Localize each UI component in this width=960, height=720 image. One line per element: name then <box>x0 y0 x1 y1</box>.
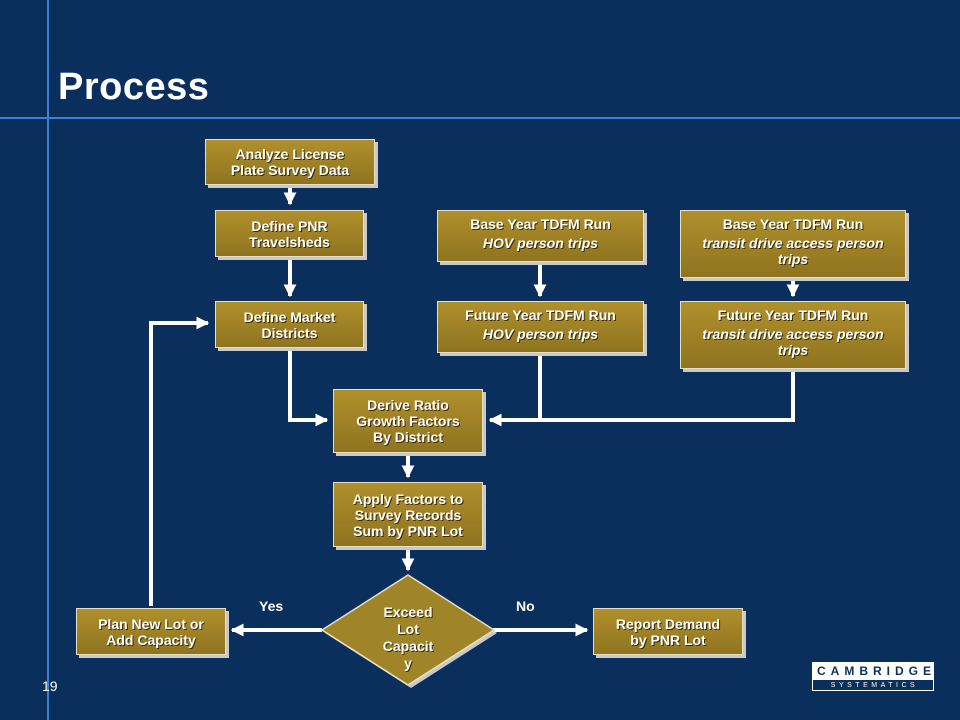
base-transit-sub: transit drive access person trips <box>702 235 884 267</box>
derive-box: Derive Ratio Growth Factors By District <box>333 389 483 453</box>
apply-line1: Apply Factors to <box>352 490 464 507</box>
define-pnr-box: Define PNR Travelsheds <box>215 210 364 257</box>
apply-box: Apply Factors to Survey Records Sum by P… <box>333 482 483 547</box>
no-label: No <box>516 598 535 614</box>
analyze-line2: Plate Survey Data <box>230 162 350 178</box>
plan-line1: Plan New Lot or <box>98 615 204 632</box>
report-box: Report Demand by PNR Lot <box>593 608 743 655</box>
derive-line2: Growth Factors <box>356 413 460 429</box>
define-pnr-line2: Travelsheds <box>249 233 330 250</box>
future-hov-sub: HOV person trips <box>482 326 599 342</box>
plan-box: Plan New Lot or Add Capacity <box>76 608 226 655</box>
logo-sub: SYSTEMATICS <box>812 680 934 691</box>
slide-title: Process <box>58 66 210 108</box>
arrow-plan-back-to-market <box>149 316 210 606</box>
page-number: 19 <box>42 678 58 694</box>
yes-label: Yes <box>259 598 284 614</box>
base-hov-title: Base Year TDFM Run <box>470 216 611 232</box>
logo-name: CAMBRIDGE <box>812 662 934 680</box>
report-line1: Report Demand <box>615 615 721 632</box>
analyze-box: Analyze License Plate Survey Data <box>205 139 375 185</box>
base-hov-box: Base Year TDFM Run HOV person trips <box>437 210 644 262</box>
derive-line1: Derive Ratio <box>367 397 449 413</box>
define-market-line1: Define Market <box>243 308 336 325</box>
base-hov-sub: HOV person trips <box>482 235 599 251</box>
define-market-box: Define Market Districts <box>215 301 364 348</box>
exceed-line4: y <box>404 655 412 671</box>
report-line2: by PNR Lot <box>630 631 706 648</box>
exceed-line3: Capacit <box>382 638 434 654</box>
future-transit-title: Future Year TDFM Run <box>717 307 869 323</box>
exceed-line1: Exceed <box>383 604 433 620</box>
plan-line2: Add Capacity <box>106 631 196 648</box>
future-transit-box: Future Year TDFM Run transit drive acces… <box>680 301 906 369</box>
define-market-line2: Districts <box>261 324 318 341</box>
vertical-rule <box>47 0 49 720</box>
future-transit-sub: transit drive access person trips <box>702 326 884 358</box>
exceed-line2: Lot <box>397 621 419 637</box>
base-transit-title: Base Year TDFM Run <box>722 216 864 232</box>
exceed-diamond <box>320 574 496 686</box>
analyze-line1: Analyze License <box>235 146 345 162</box>
future-hov-box: Future Year TDFM Run HOV person trips <box>437 301 644 353</box>
horizontal-rule <box>0 117 960 119</box>
arrow-market-to-derive <box>288 348 329 427</box>
future-hov-title: Future Year TDFM Run <box>465 307 616 323</box>
apply-line3: Sum by PNR Lot <box>353 522 463 539</box>
exceed-text: Exceed Lot Capacit y <box>364 604 452 672</box>
define-pnr-line1: Define PNR <box>251 217 328 234</box>
arrow-future-transit-to-derive <box>488 369 795 427</box>
cambridge-logo: CAMBRIDGE SYSTEMATICS <box>812 662 934 692</box>
derive-line3: By District <box>372 429 444 445</box>
apply-line2: Survey Records <box>354 506 462 523</box>
base-transit-box: Base Year TDFM Run transit drive access … <box>680 210 906 278</box>
